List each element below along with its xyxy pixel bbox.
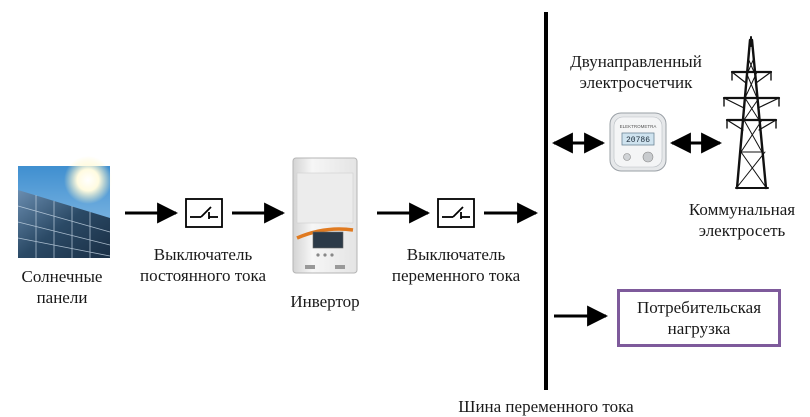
label-line: Двунаправленный [570,52,702,71]
electric-meter-icon: ELEKTROMETRA 20786 [609,112,667,172]
consumer-load-box: Потребительская нагрузка [617,289,781,347]
label-line: Выключатель [406,245,506,264]
label-inverter: Инвертор [270,291,380,312]
label-line: Выключатель [153,245,253,264]
switch-icon [437,198,475,228]
label-line: Потребительская [636,298,762,317]
label-ac-switch: Выключатель переменного тока [381,244,531,286]
label-line: переменного тока [391,266,521,285]
label-line: панели [36,288,88,307]
label-line: Солнечные [21,267,103,286]
label-line: электросеть [698,221,786,240]
label-line: нагрузка [667,319,731,338]
label-utility-grid: Коммунальная электросеть [677,199,807,241]
label-line: Инвертор [290,292,360,311]
label-solar-panels: Солнечные панели [6,266,118,308]
label-line: постоянного тока [139,266,266,285]
label-bidirectional-meter: Двунаправленный электросчетчик [556,51,716,93]
label-dc-switch: Выключатель постоянного тока [123,244,283,286]
power-tower-icon [722,36,781,190]
label-line: Шина переменного тока [458,397,634,416]
meter-display: 20786 [626,136,650,145]
inverter-icon [292,157,358,274]
label-line: Коммунальная [688,200,796,219]
label-line: электросчетчик [579,73,693,92]
meter-brand: ELEKTROMETRA [620,124,657,129]
solar-panel-icon [17,156,112,258]
switch-icon [185,198,223,228]
label-ac-bus: Шина переменного тока [426,396,666,417]
